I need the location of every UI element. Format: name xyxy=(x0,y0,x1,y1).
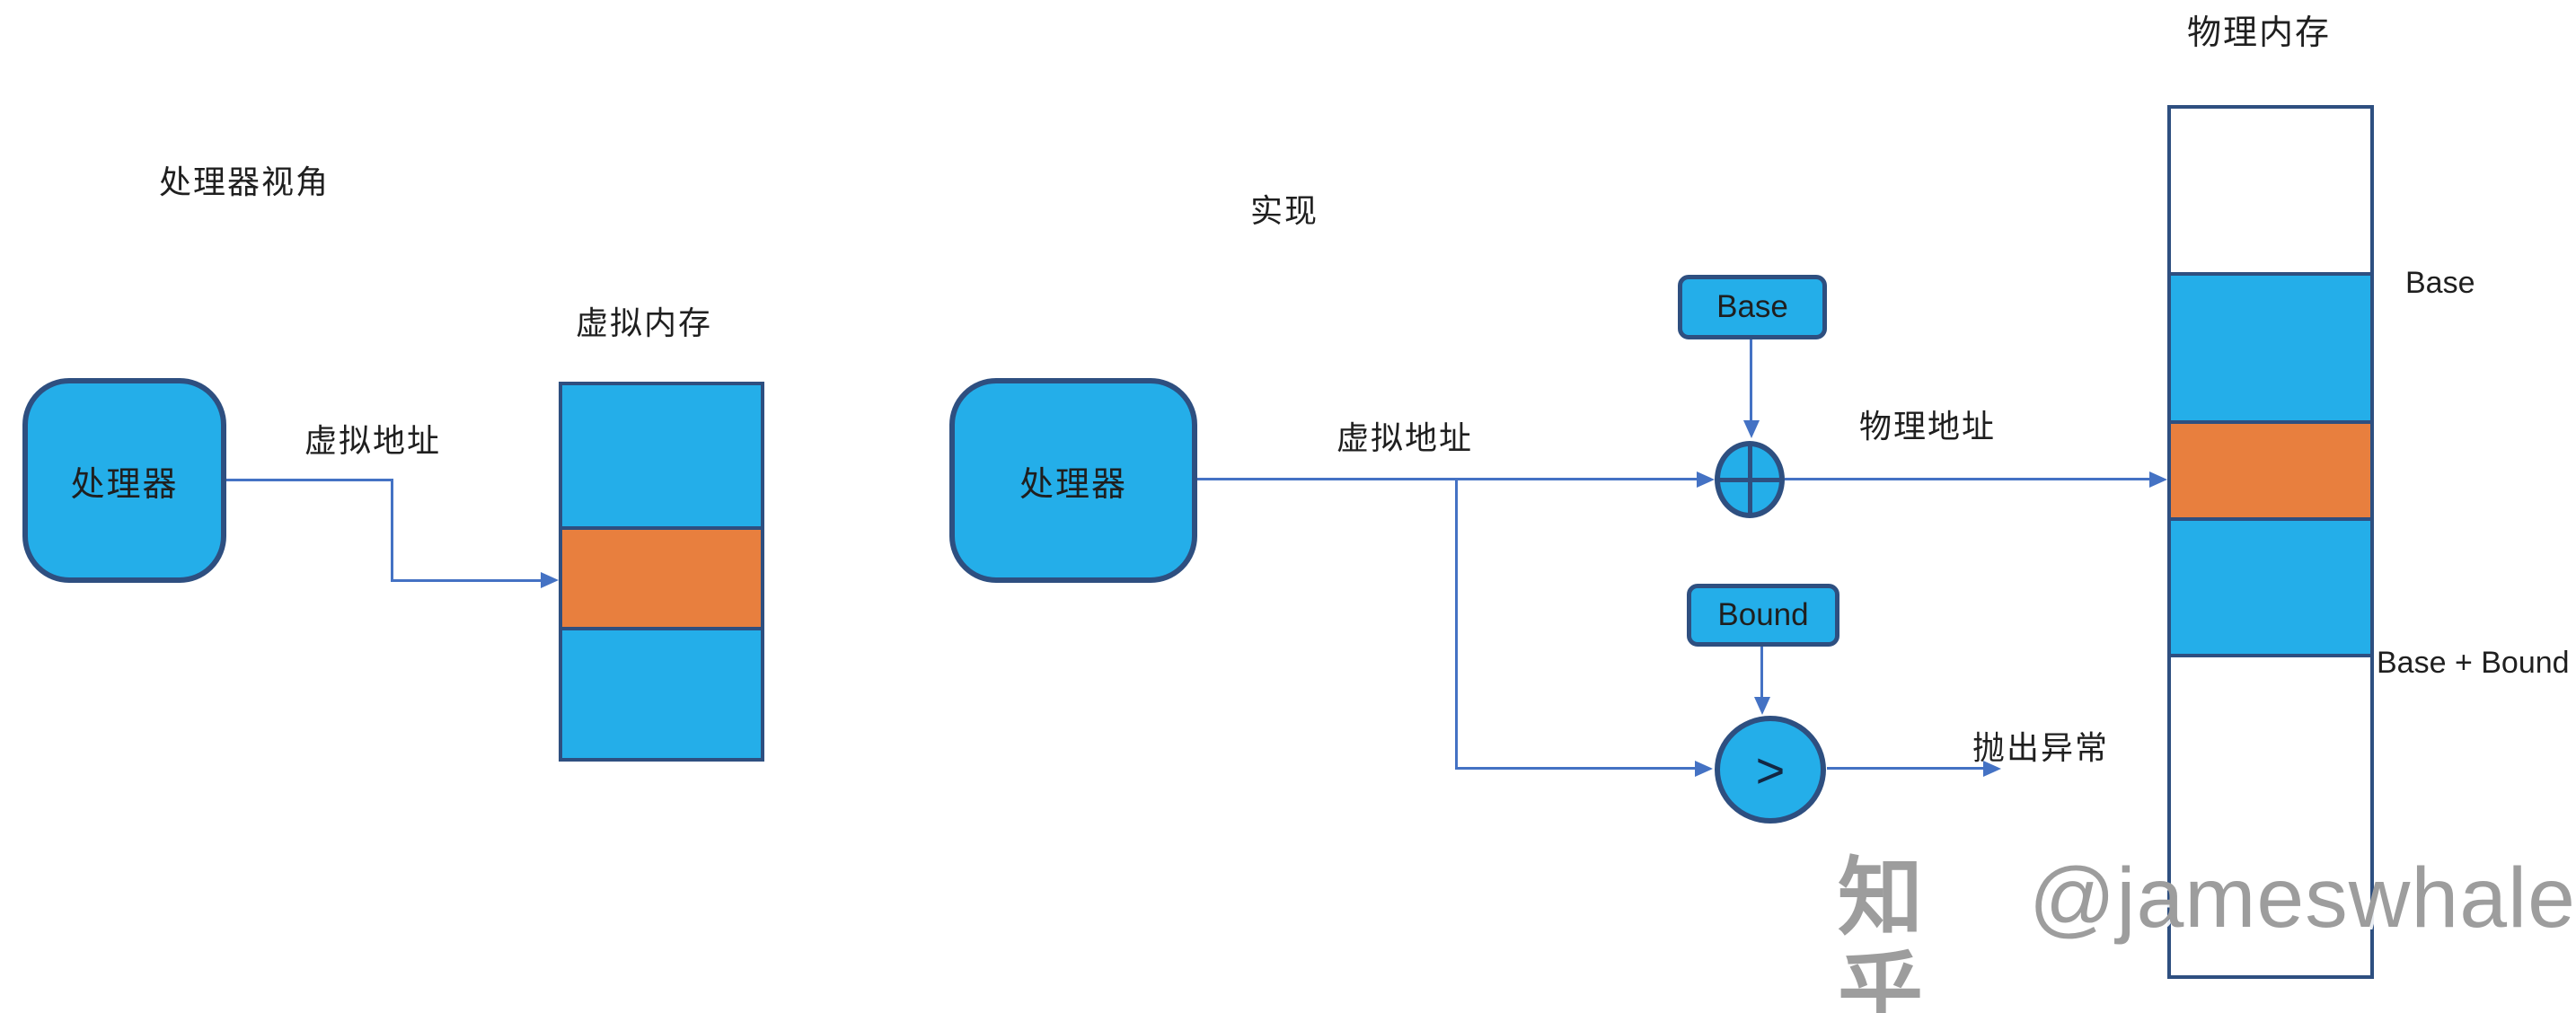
base-plus-bound-marker-label: Base + Bound xyxy=(2377,646,2570,680)
base-register-box: Base xyxy=(1678,275,1827,339)
arrow-segment xyxy=(391,579,541,582)
processor-label-left: 处理器 xyxy=(70,465,179,504)
arrow-segment xyxy=(226,479,393,481)
pm-segment-blue-bottom xyxy=(2171,517,2370,654)
arrowhead-icon xyxy=(2149,471,2167,488)
arrowhead-icon xyxy=(1754,697,1770,715)
bound-register-label: Bound xyxy=(1717,597,1809,632)
base-register-label: Base xyxy=(1716,289,1788,324)
processor-view-title: 处理器视角 xyxy=(158,163,331,200)
pm-segment-free-bottom xyxy=(2171,654,2370,975)
vm-segment-blue-top xyxy=(562,385,761,526)
processor-box-left: 处理器 xyxy=(22,378,226,583)
physical-memory-column xyxy=(2167,105,2374,979)
pm-segment-blue-top xyxy=(2171,272,2370,420)
plus-horizontal-stroke xyxy=(1720,477,1779,482)
vm-segment-blue-bottom xyxy=(562,627,761,758)
physical-address-label: 物理地址 xyxy=(1858,408,1997,445)
arrowhead-icon xyxy=(1983,761,2001,777)
comparator-node-greater-icon: > xyxy=(1715,716,1826,824)
arrow-segment xyxy=(1760,647,1763,699)
virtual-memory-column xyxy=(559,382,764,762)
pm-segment-free-top xyxy=(2171,109,2370,272)
exception-label: 抛出异常 xyxy=(1972,729,2110,766)
implementation-title: 实现 xyxy=(1249,192,1319,229)
arrow-segment xyxy=(1197,478,1697,480)
virtual-address-label-middle: 虚拟地址 xyxy=(1336,419,1474,456)
arrowhead-icon xyxy=(541,572,559,588)
processor-box-middle: 处理器 xyxy=(949,378,1197,583)
arrowhead-icon xyxy=(1695,761,1713,777)
vm-segment-orange xyxy=(562,526,761,627)
bound-register-box: Bound xyxy=(1687,584,1839,647)
zhihu-watermark: 知乎 @jameswhale xyxy=(1838,851,2576,1013)
arrow-segment xyxy=(391,479,393,581)
arrowhead-icon xyxy=(1697,471,1715,488)
virtual-address-label-left: 虚拟地址 xyxy=(304,422,442,459)
watermark-brand: 知乎 xyxy=(1838,850,1928,1013)
pm-segment-orange xyxy=(2171,420,2370,517)
arrowhead-icon xyxy=(1743,420,1760,438)
arrow-segment xyxy=(1785,478,2149,480)
base-marker-label: Base xyxy=(2405,266,2475,300)
arrow-segment xyxy=(1455,767,1695,770)
physical-memory-title: 物理内存 xyxy=(2186,14,2332,52)
virtual-memory-title: 虚拟内存 xyxy=(575,304,713,341)
processor-label-middle: 处理器 xyxy=(1019,465,1127,504)
arrow-segment xyxy=(1750,339,1752,422)
comparator-symbol: > xyxy=(1755,741,1786,798)
adder-node-plus-icon xyxy=(1715,441,1785,518)
arrow-segment xyxy=(1827,767,1983,770)
watermark-handle: @jameswhale xyxy=(2028,850,2576,946)
arrow-segment xyxy=(1455,480,1458,769)
